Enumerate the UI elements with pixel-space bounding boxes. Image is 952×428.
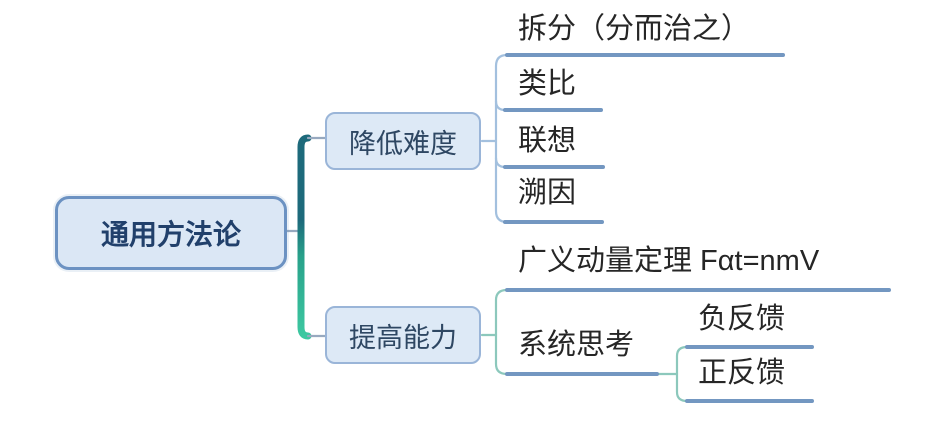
leaf-topic-systems-thinking[interactable]: 系统思考 — [518, 329, 635, 361]
branch-topic-improve-ability[interactable]: 提高能力 — [325, 306, 481, 364]
leaf-topic-split-divide-and-conquer[interactable]: 拆分（分而治之） — [518, 13, 751, 45]
branch-topic-reduce-difficulty[interactable]: 降低难度 — [325, 112, 481, 170]
leaf-topic-generalized-momentum-theorem[interactable]: 广义动量定理 Fαt=nmV — [518, 245, 820, 277]
branch1-label: 降低难度 — [349, 128, 457, 159]
systems-thinking-fork — [675, 345, 689, 403]
root-topic-general-methodology[interactable]: 通用方法论 — [55, 196, 287, 270]
leaf-topic-analogy[interactable]: 类比 — [518, 68, 577, 100]
branch2-label: 提高能力 — [349, 322, 457, 353]
branch2-spine — [494, 288, 509, 376]
branch1-spine — [494, 53, 509, 224]
leaf-topic-abduction[interactable]: 溯因 — [518, 177, 577, 209]
leaf-topic-association[interactable]: 联想 — [518, 125, 577, 157]
root-topic-label: 通用方法论 — [100, 219, 241, 250]
leaf-topic-positive-feedback[interactable]: 正反馈 — [698, 357, 786, 389]
main-trunk-line — [297, 134, 312, 340]
leaf-topic-negative-feedback[interactable]: 负反馈 — [698, 303, 786, 335]
